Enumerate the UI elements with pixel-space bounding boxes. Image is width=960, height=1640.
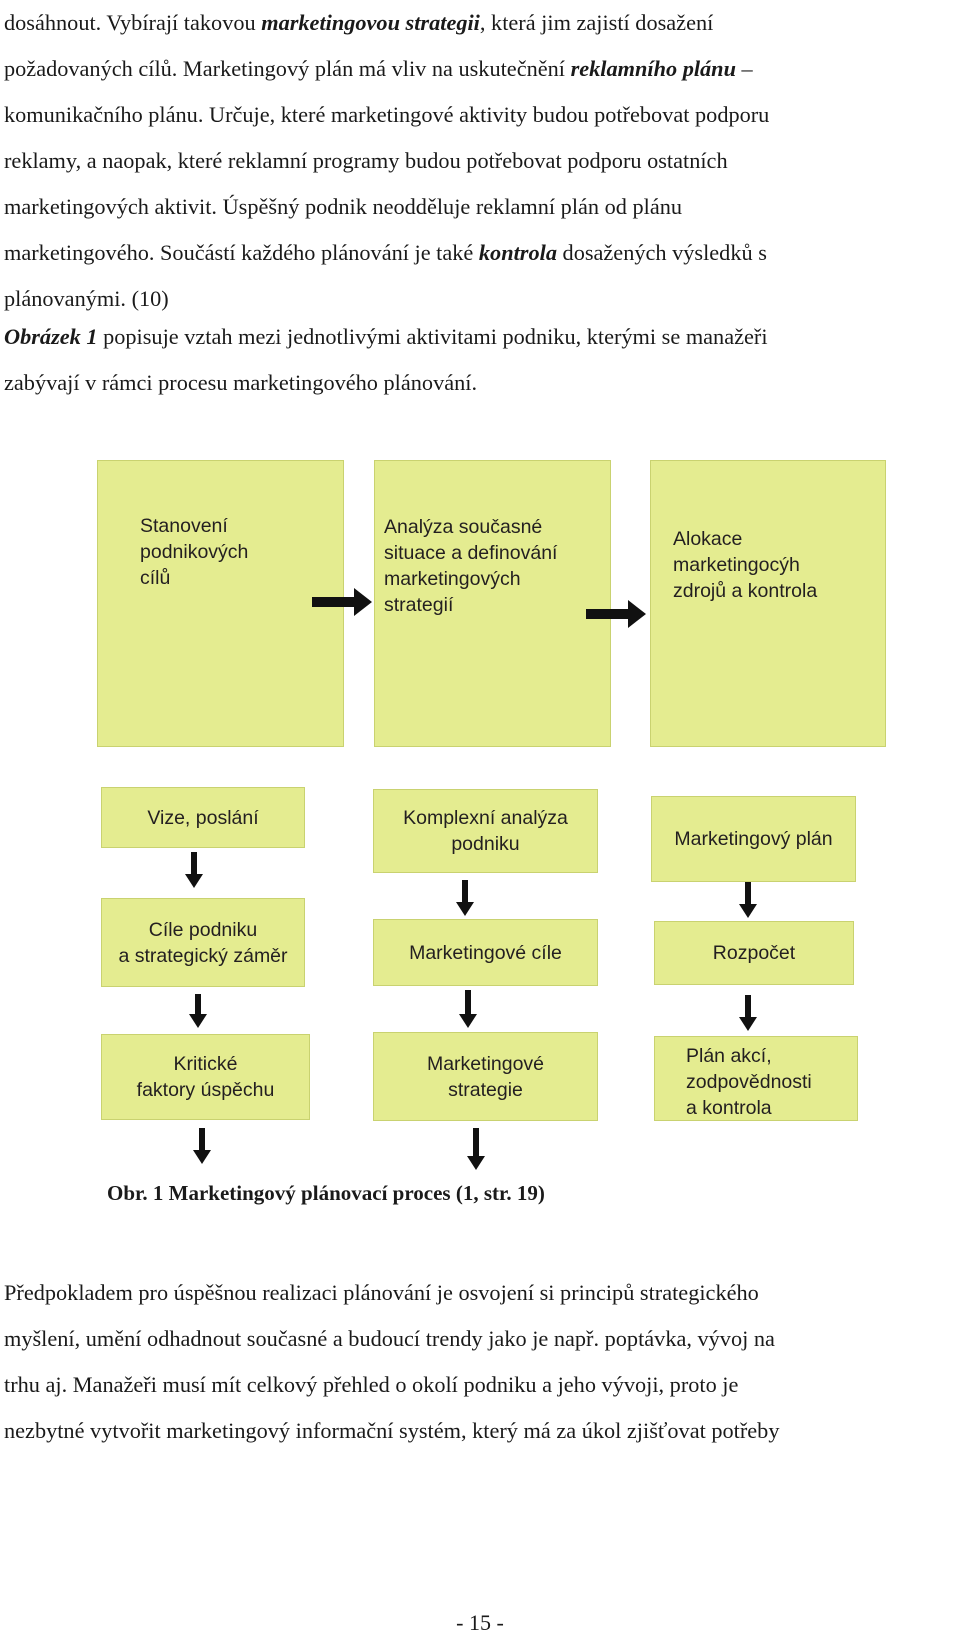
p1-line-3: komunikačního plánu. Určuje, které marke… xyxy=(4,102,770,127)
top-box-2: Analýza současné situace a definování ma… xyxy=(374,460,611,747)
col2-box-2: Marketingové cíle xyxy=(373,919,598,986)
col3-box-1-label: Marketingový plán xyxy=(674,828,833,850)
arrow-down-col1-3 xyxy=(193,1128,211,1164)
p1-line-4: reklamy, a naopak, které reklamní progra… xyxy=(4,148,728,173)
p3-line-3: trhu aj. Manažeři musí mít celkový přehl… xyxy=(4,1372,739,1397)
paragraph-3: Předpokladem pro úspěšnou realizaci plán… xyxy=(4,1270,954,1454)
p1-line-1: dosáhnout. Vybírají takovou marketingovo… xyxy=(4,10,714,35)
p3-line-1: Předpokladem pro úspěšnou realizaci plán… xyxy=(4,1280,759,1305)
p3-line-2: myšlení, umění odhadnout současné a budo… xyxy=(4,1326,775,1351)
col2-box-2-label: Marketingové cíle xyxy=(409,941,562,964)
p1-line-7: plánovanými. (10) xyxy=(4,286,169,311)
col3-box-3-label: Plán akcí, zodpovědnosti a kontrola xyxy=(686,1045,812,1119)
col1-box-2-label: Cíle podniku a strategický záměr xyxy=(118,918,288,967)
col2-box-3-label: Marketingové strategie xyxy=(426,1052,545,1101)
col3-box-3: Plán akcí, zodpovědnosti a kontrola xyxy=(654,1036,858,1121)
arrow-down-col3-1 xyxy=(739,882,757,918)
page-number: - 15 - xyxy=(456,1610,504,1635)
top-box-2-label: Analýza současné situace a definování ma… xyxy=(384,516,558,616)
arrow-down-col2-3 xyxy=(467,1128,485,1170)
p2-line-1: Obrázek 1 popisuje vztah mezi jednotlivý… xyxy=(4,324,768,349)
p1-line-2: požadovaných cílů. Marketingový plán má … xyxy=(4,56,753,81)
paragraph-2: Obrázek 1 popisuje vztah mezi jednotlivý… xyxy=(4,314,954,406)
col1-box-1-label: Vize, poslání xyxy=(147,806,259,829)
top-box-3-label: Alokace marketingocýh zdrojů a kontrola xyxy=(673,528,818,602)
arrow-down-col1-1 xyxy=(185,852,203,888)
top-box-1: Stanovení podnikových cílů xyxy=(97,460,344,747)
p2-line-2: zabývají v rámci procesu marketingového … xyxy=(4,370,478,395)
col2-box-1: Komplexní analýza podniku xyxy=(373,789,598,873)
p3-line-4: nezbytné vytvořit marketingový informačn… xyxy=(4,1418,780,1443)
col1-box-3: Kritické faktory úspěchu xyxy=(101,1034,310,1120)
col3-box-2-label: Rozpočet xyxy=(712,942,796,964)
col1-box-3-label: Kritické faktory úspěchu xyxy=(136,1053,275,1101)
top-box-3: Alokace marketingocýh zdrojů a kontrola xyxy=(650,460,886,747)
arrow-down-col2-1 xyxy=(456,880,474,916)
arrow-down-col1-2 xyxy=(189,994,207,1028)
paragraph-1: dosáhnout. Vybírají takovou marketingovo… xyxy=(4,0,954,322)
col2-box-1-label: Komplexní analýza podniku xyxy=(403,807,568,855)
p1-line-6: marketingového. Součástí každého plánová… xyxy=(4,240,767,265)
p1-line-5: marketingových aktivit. Úspěšný podnik n… xyxy=(4,194,683,219)
arrow-down-col2-2 xyxy=(459,990,477,1028)
col3-box-2: Rozpočet xyxy=(654,921,854,985)
col1-box-1: Vize, poslání xyxy=(101,787,305,848)
col1-box-2: Cíle podniku a strategický záměr xyxy=(101,898,305,987)
col3-box-1: Marketingový plán xyxy=(651,796,856,882)
figure-caption: Obr. 1 Marketingový plánovací proces (1,… xyxy=(107,1181,545,1205)
col2-box-3: Marketingové strategie xyxy=(373,1032,598,1121)
top-box-1-label: Stanovení podnikových cílů xyxy=(140,515,249,589)
arrow-down-col3-2 xyxy=(739,995,757,1031)
